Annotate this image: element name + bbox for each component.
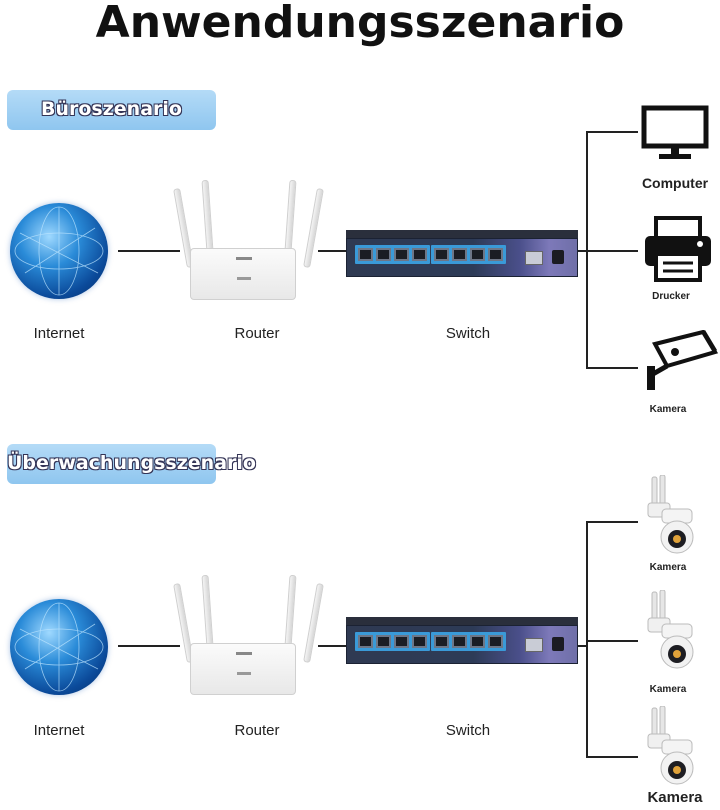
- switch-port: [452, 635, 467, 648]
- label-router: Router: [234, 325, 280, 342]
- globe-network-lines: [14, 602, 104, 692]
- switch-port: [470, 248, 485, 261]
- switch-port: [394, 635, 409, 648]
- switch-port: [412, 248, 427, 261]
- link-switch-tree: [578, 645, 588, 647]
- router-logo-mark: [236, 257, 252, 260]
- switch-front: [346, 238, 578, 277]
- device-label-printer: Drucker: [652, 291, 690, 302]
- switch-port: [488, 248, 503, 261]
- router-logo-mark: [236, 652, 252, 655]
- switch-icon: [346, 230, 578, 277]
- branch-camera-3: [586, 756, 638, 758]
- router-body: [190, 248, 296, 300]
- router-antenna: [303, 582, 324, 664]
- switch-port: [358, 635, 373, 648]
- link-internet-router: [118, 645, 180, 647]
- device-label-camera-3: Kamera: [647, 789, 703, 806]
- branch-camera: [586, 367, 638, 369]
- switch-port: [470, 635, 485, 648]
- switch-top: [346, 617, 578, 625]
- link-router-switch: [318, 645, 348, 647]
- globe-network-lines: [14, 206, 104, 296]
- label-internet: Internet: [33, 722, 85, 739]
- printer-icon: [645, 216, 711, 282]
- tree-trunk-surveillance: [586, 521, 588, 758]
- page-title: Anwendungsszenario: [95, 0, 625, 48]
- branch-printer: [586, 250, 638, 252]
- router-antenna: [201, 179, 214, 253]
- router-4g-mark: [237, 672, 251, 675]
- switch-port: [394, 248, 409, 261]
- branch-computer: [586, 131, 638, 133]
- link-router-switch: [318, 250, 348, 252]
- switch-power-port: [552, 250, 564, 264]
- switch-port: [376, 248, 391, 261]
- switch-power-port: [552, 637, 564, 651]
- device-label-computer: Computer: [641, 175, 709, 191]
- internet-globe-icon: [10, 599, 108, 695]
- device-label-camera: Kamera: [649, 404, 687, 415]
- dome-camera-icon: [647, 475, 694, 554]
- router-antenna: [201, 574, 214, 648]
- router-4g-mark: [237, 277, 251, 280]
- switch-front: [346, 625, 578, 664]
- switch-port-group: [355, 245, 430, 264]
- router-body: [190, 643, 296, 695]
- link-switch-tree: [578, 250, 588, 252]
- label-internet: Internet: [33, 325, 85, 342]
- monitor-icon: [641, 105, 709, 159]
- switch-port: [452, 248, 467, 261]
- switch-uplink-port: [525, 251, 543, 265]
- internet-globe-icon: [10, 203, 108, 299]
- label-switch: Switch: [445, 325, 491, 342]
- security-camera-icon: [647, 330, 719, 390]
- label-switch: Switch: [445, 722, 491, 739]
- router-icon: [172, 178, 324, 303]
- switch-port-group: [431, 245, 506, 264]
- device-label-camera-2: Kamera: [649, 684, 687, 695]
- dome-camera-icon: [647, 706, 694, 785]
- switch-port: [358, 248, 373, 261]
- switch-uplink-port: [525, 638, 543, 652]
- branch-camera-1: [586, 521, 638, 523]
- switch-port-group: [431, 632, 506, 651]
- switch-port: [376, 635, 391, 648]
- switch-top: [346, 230, 578, 238]
- switch-port: [434, 248, 449, 261]
- scenario-tag-surveillance: Überwachungsszenario: [7, 444, 256, 484]
- switch-icon: [346, 617, 578, 664]
- router-antenna: [284, 179, 297, 253]
- router-antenna: [303, 187, 324, 269]
- router-antenna: [284, 574, 297, 648]
- label-router: Router: [234, 722, 280, 739]
- branch-camera-2: [586, 640, 638, 642]
- router-icon: [172, 573, 324, 698]
- switch-port-group: [355, 632, 430, 651]
- device-label-camera-1: Kamera: [649, 562, 687, 573]
- switch-port: [488, 635, 503, 648]
- link-internet-router: [118, 250, 180, 252]
- scenario-tag-office: Büroszenario: [7, 90, 216, 130]
- switch-port: [412, 635, 427, 648]
- dome-camera-icon: [647, 590, 694, 669]
- switch-port: [434, 635, 449, 648]
